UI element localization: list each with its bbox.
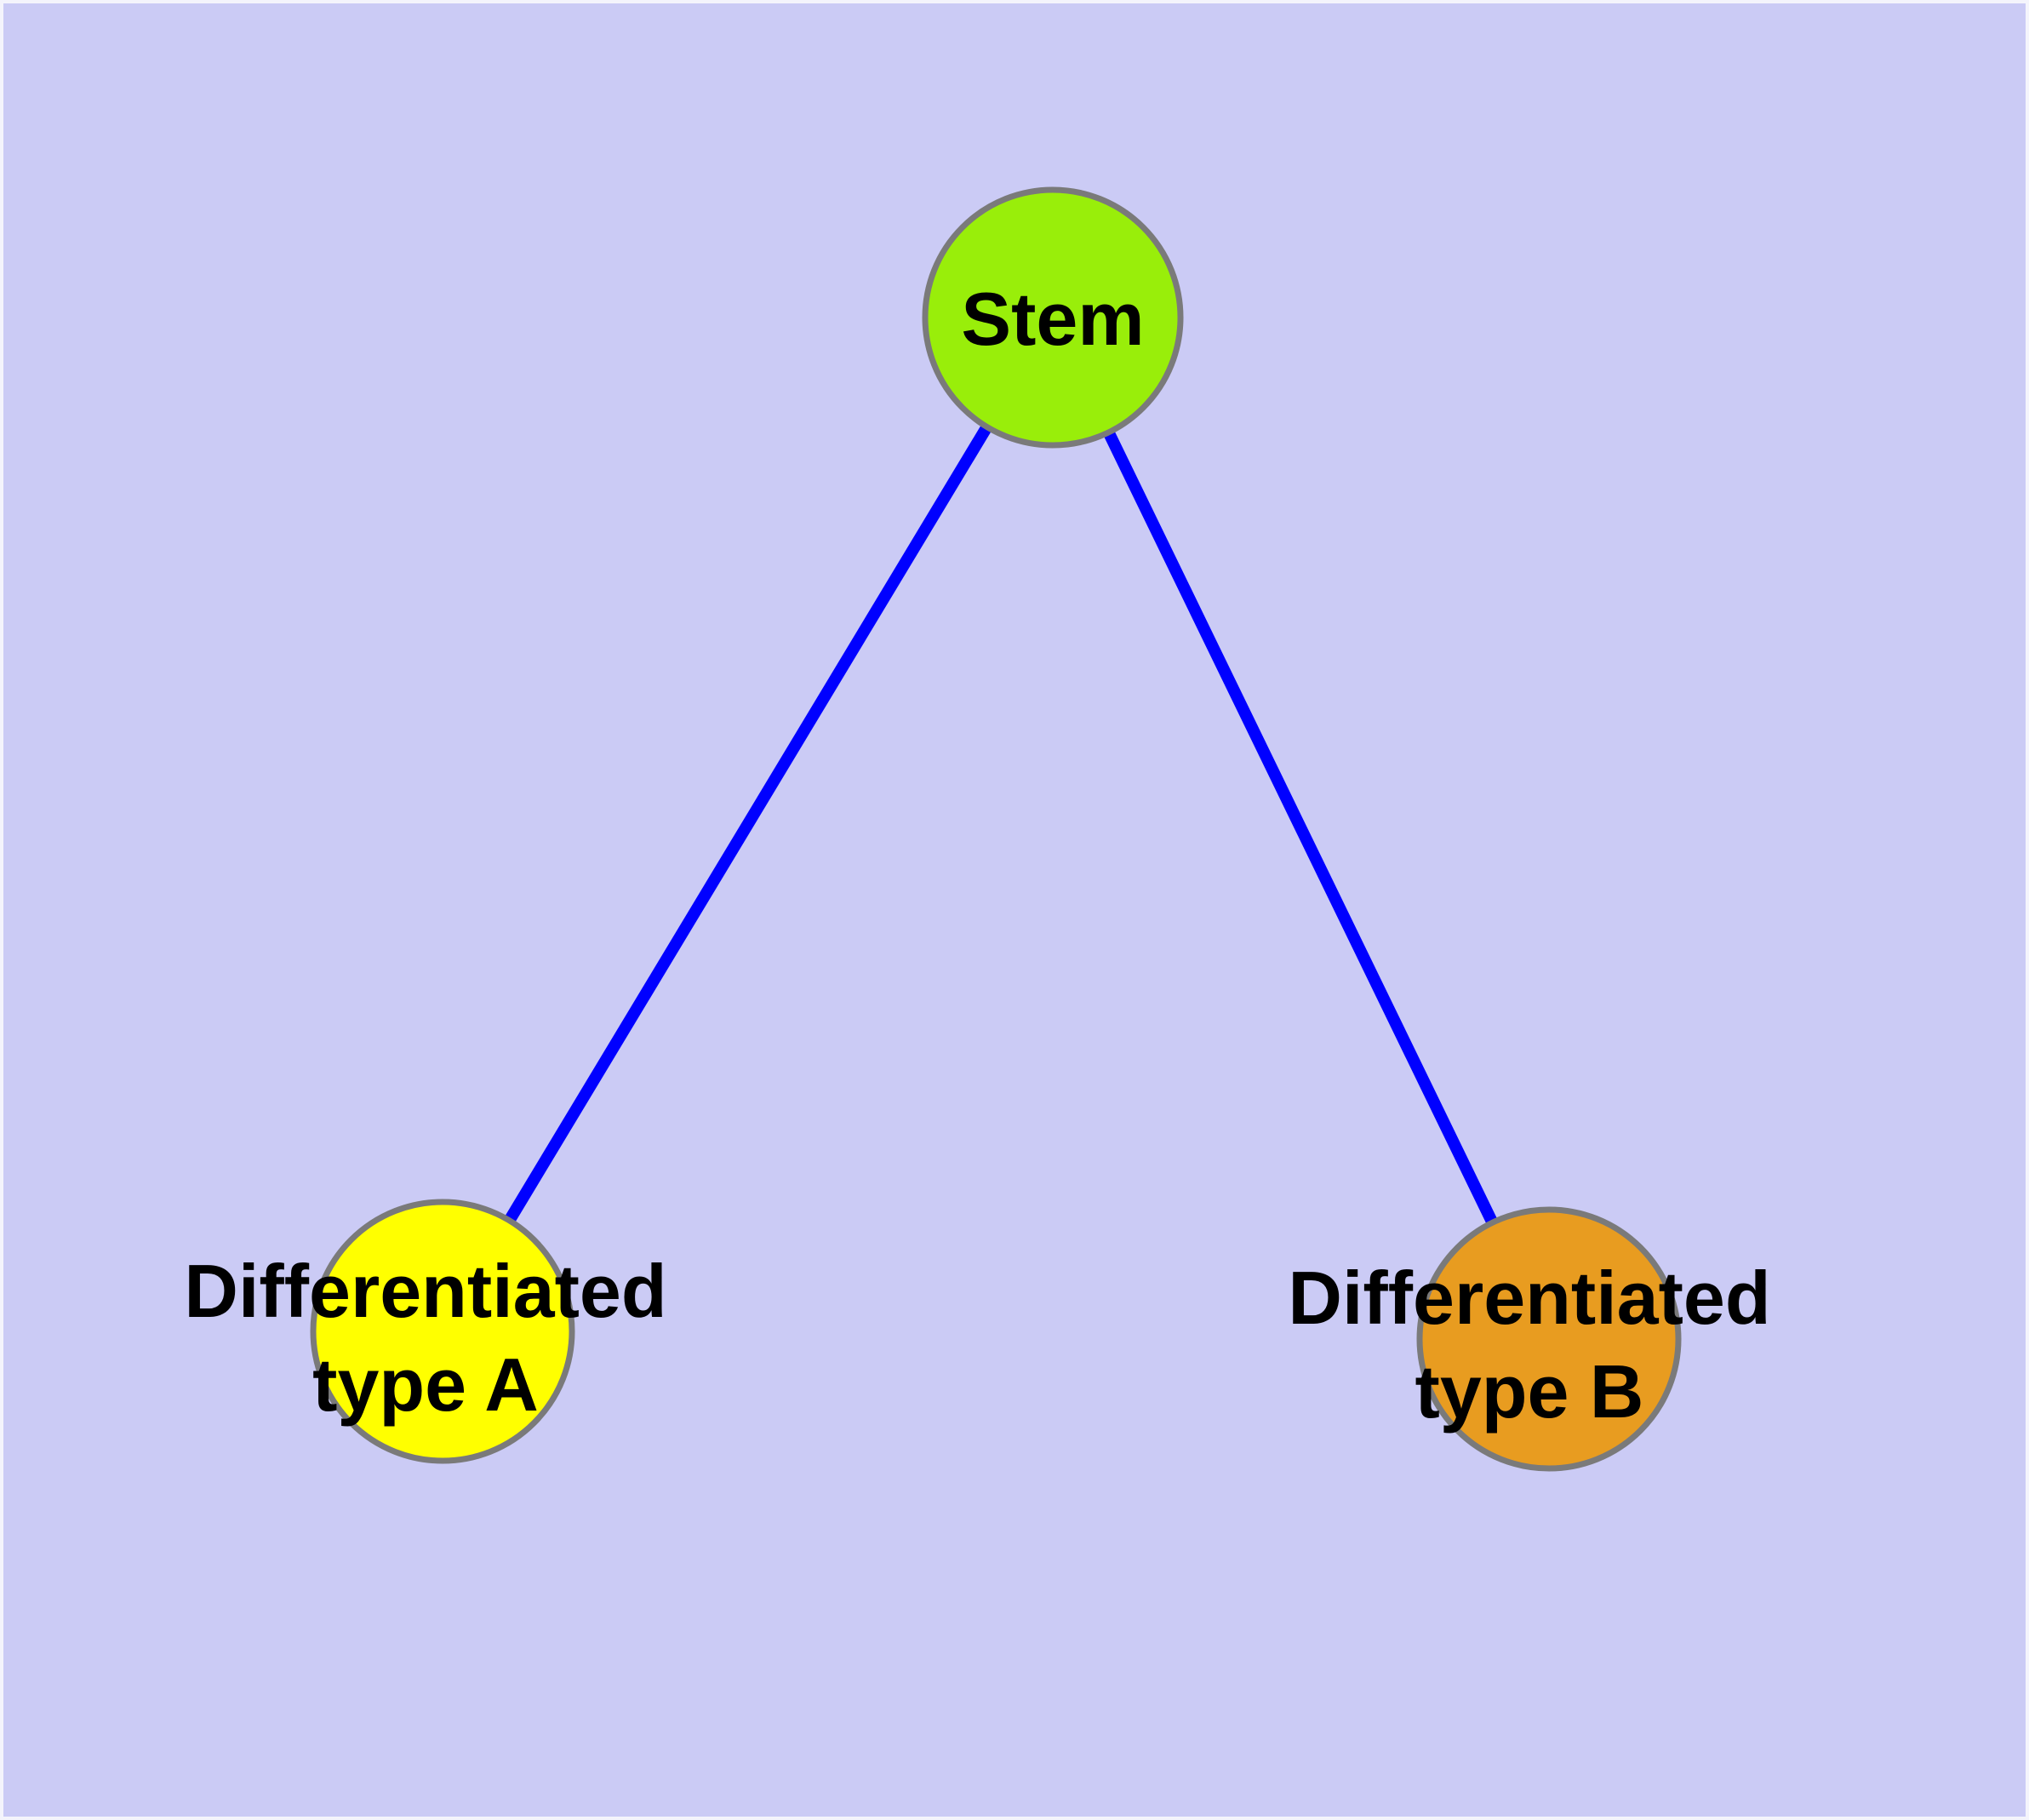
node-stem [922,186,1184,449]
node-differentiated-type-b-label-line2: type B [1415,1349,1644,1434]
edge-stem-to-type-b [1047,314,1555,1342]
node-stem-label: Stem [961,277,1144,361]
edge-stem-to-type-a [437,314,1058,1335]
node-differentiated-type-a-label-line2: type A [312,1342,539,1427]
node-differentiated-type-b-label-line1: Differentiated [1288,1256,1770,1340]
diagram-svg: Stem Differentiated type A Differentiate… [3,3,2026,1817]
node-differentiated-type-a [310,1199,575,1464]
node-differentiated-type-a-label-line1: Differentiated [184,1249,666,1333]
node-differentiated-type-b [1416,1206,1682,1472]
